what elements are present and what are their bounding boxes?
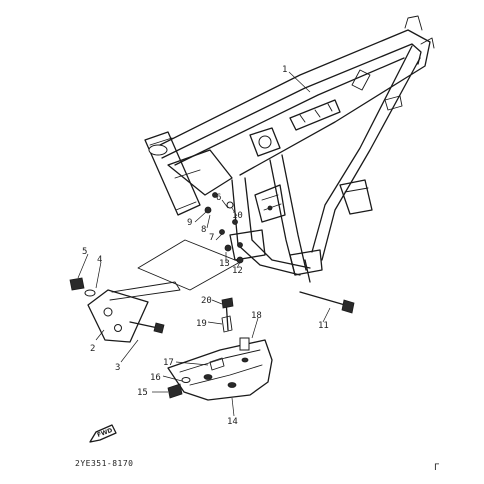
callout-17: 17 xyxy=(163,358,174,368)
mount-hardware xyxy=(204,192,244,264)
bolt-3 xyxy=(129,321,165,334)
nut-5 xyxy=(69,277,85,291)
collar-17 xyxy=(209,357,225,371)
callout-1: 1 xyxy=(282,65,287,75)
skid-plate xyxy=(167,339,273,401)
callout-20: 20 xyxy=(201,296,212,306)
fwd-arrow: FWD xyxy=(89,424,117,443)
callout-7: 7 xyxy=(209,233,214,243)
callout-labels: 1 2 3 4 5 6 7 8 9 10 11 12 13 14 15 16 1… xyxy=(82,65,329,427)
callout-9: 9 xyxy=(187,218,192,228)
callout-8: 8 xyxy=(201,225,206,235)
callout-11: 11 xyxy=(318,321,329,331)
bolt-15 xyxy=(167,383,183,399)
callout-19: 19 xyxy=(196,319,207,329)
callout-15: 15 xyxy=(137,388,148,398)
callout-18: 18 xyxy=(251,311,262,321)
callout-12: 12 xyxy=(232,266,243,276)
fwd-label: FWD xyxy=(96,427,113,439)
callout-10: 10 xyxy=(232,211,243,221)
frame xyxy=(144,15,435,283)
catalog-code: 2YE351-8170 xyxy=(75,459,133,468)
callout-6: 6 xyxy=(216,193,221,203)
callout-13: 13 xyxy=(219,259,230,269)
leader-lines xyxy=(77,71,331,417)
corner-mark: Γ xyxy=(434,463,439,473)
bolt-11 xyxy=(299,291,355,314)
engine-bracket xyxy=(87,281,181,343)
callout-2: 2 xyxy=(90,344,95,354)
damper-18 xyxy=(239,337,250,351)
callout-3: 3 xyxy=(115,363,120,373)
washer-4 xyxy=(84,289,96,297)
callout-14: 14 xyxy=(227,417,238,427)
washer-16 xyxy=(181,377,191,383)
bolt-20 xyxy=(221,297,234,331)
callout-5: 5 xyxy=(82,247,87,257)
callout-16: 16 xyxy=(150,373,161,383)
callout-4: 4 xyxy=(97,255,102,265)
